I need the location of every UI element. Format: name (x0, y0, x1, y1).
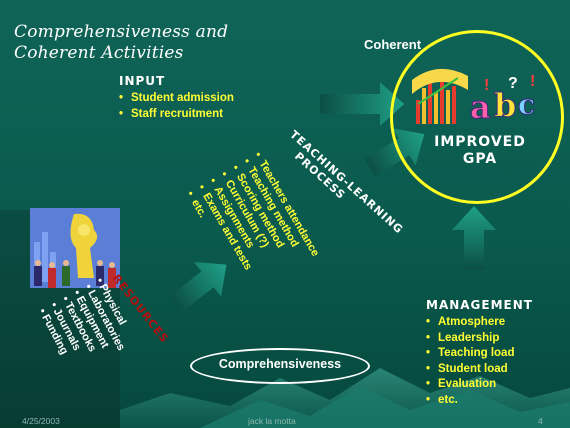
management-list: Atmosphere Leadership Teaching load Stud… (426, 315, 514, 408)
management-item: etc. (426, 393, 514, 409)
svg-text:a: a (470, 88, 491, 126)
business-people-clipart-icon (30, 208, 120, 288)
footer-page: 4 (538, 416, 543, 426)
management-item: Atmosphere (426, 315, 514, 331)
footer-author: jack la motta (248, 416, 296, 426)
title-line-1: Comprehensiveness and (14, 22, 229, 42)
svg-text:!: ! (530, 73, 535, 90)
management-heading: MANAGEMENT (426, 298, 533, 312)
management-item: Student load (426, 362, 514, 378)
chart-abc-clipart-icon: a b c ! ? ! (412, 68, 536, 127)
svg-text:b: b (494, 86, 516, 124)
input-item: Student admission (119, 91, 234, 107)
svg-text:!: ! (484, 77, 489, 94)
slide-title: Comprehensiveness and Coherent Activitie… (14, 22, 314, 64)
coherent-label: Coherent (364, 37, 422, 52)
input-item: Staff recruitment (119, 107, 234, 123)
input-list: Student admission Staff recruitment (119, 91, 234, 122)
management-item: Leadership (426, 331, 514, 347)
management-item: Evaluation (426, 377, 514, 393)
svg-text:?: ? (508, 75, 518, 92)
title-line-2: Coherent Activities (14, 43, 184, 63)
comprehensiveness-label: Comprehensiveness (218, 357, 342, 371)
gpa-line-1: IMPROVED (434, 134, 526, 150)
input-arrow (320, 82, 404, 126)
input-heading: INPUT (119, 74, 166, 88)
gpa-circle (390, 30, 564, 204)
gpa-line-2: GPA (462, 151, 498, 167)
svg-text:c: c (518, 88, 535, 121)
footer-date: 4/25/2003 (22, 416, 60, 426)
comprehensiveness-ellipse (190, 348, 370, 384)
improved-gpa-label: IMPROVED GPA (420, 134, 540, 168)
management-arrow (452, 206, 496, 270)
management-item: Teaching load (426, 346, 514, 362)
resources-arrow (169, 262, 227, 312)
